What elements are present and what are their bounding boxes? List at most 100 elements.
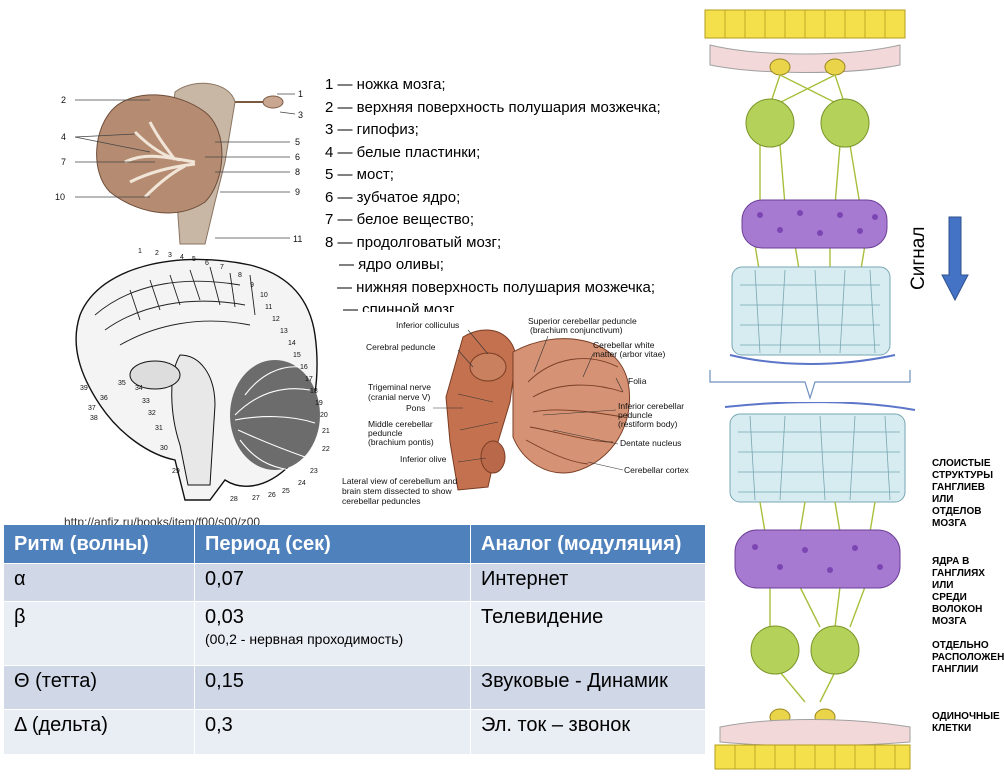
legend-item: 1 — ножка мозга; — [325, 76, 446, 93]
legend-item: 6 — зубчатое ядро; — [325, 188, 461, 206]
table-row: Θ (тетта) 0,15 Звуковые - Динамик — [4, 665, 706, 710]
label-white-matter: Cerebellar white — [593, 340, 655, 350]
fig-num-7: 7 — [61, 157, 66, 167]
header-analog: Аналог (модуляция) — [470, 525, 706, 564]
svg-text:13: 13 — [280, 328, 288, 335]
svg-text:14: 14 — [288, 340, 296, 347]
label-superior-peduncle-2: (brachium conjunctivum) — [530, 325, 623, 335]
svg-text:36: 36 — [100, 395, 108, 402]
cerebellum-sagittal-figure: 1 2 3 4 5 6 7 8 9 10 11 — [55, 82, 303, 245]
svg-text:29: 29 — [172, 468, 180, 475]
cell-period-group: 0,03 (00,2 - нервная проходимость) — [194, 601, 471, 666]
cell-period: 0,03 — [205, 606, 244, 628]
fig-num-3: 3 — [298, 110, 303, 120]
label-inferior-olive: Inferior olive — [400, 454, 447, 464]
svg-text:38: 38 — [90, 415, 98, 422]
svg-text:20: 20 — [320, 412, 328, 419]
svg-text:3: 3 — [168, 252, 172, 259]
label-inferior-peduncle-2: peduncle — [618, 410, 653, 420]
svg-text:12: 12 — [272, 316, 280, 323]
svg-text:16: 16 — [300, 364, 308, 371]
svg-text:9: 9 — [250, 282, 254, 289]
cell-period: 0,15 — [194, 665, 471, 710]
fig-num-4: 4 — [61, 132, 66, 142]
legend-item: 8 — продолговатый мозг; — [325, 233, 502, 251]
right-label-ganglia: ОТДЕЛЬНОРАСПОЛОЖЕННЫЕГАНГЛИИ — [932, 640, 1004, 675]
svg-text:17: 17 — [305, 376, 313, 383]
svg-text:8: 8 — [238, 272, 242, 279]
cell-analog: Эл. ток – звонок — [470, 709, 706, 754]
svg-text:5: 5 — [192, 256, 196, 263]
cell-analog: Интернет — [470, 563, 706, 602]
legend-item: 3 — гипофиз; — [325, 121, 419, 138]
svg-text:11: 11 — [265, 304, 272, 311]
fig-num-5: 5 — [295, 137, 300, 147]
fig-num-1: 1 — [298, 89, 303, 99]
table-row: Δ (дельта) 0,3 Эл. ток – звонок — [4, 709, 706, 754]
svg-text:37: 37 — [88, 405, 96, 412]
svg-text:1: 1 — [138, 248, 142, 255]
legend-item: 7 — белое вещество; — [325, 211, 475, 228]
legend-item: 4 — белые пластинки; — [325, 143, 481, 161]
svg-text:28: 28 — [230, 496, 238, 503]
svg-text:21: 21 — [322, 428, 330, 435]
neural-hierarchy-lower — [714, 402, 916, 770]
svg-text:10: 10 — [260, 292, 268, 299]
table-row: α 0,07 Интернет — [4, 563, 706, 602]
svg-text:25: 25 — [282, 488, 290, 495]
svg-text:26: 26 — [268, 492, 276, 499]
label-cortex: Cerebellar cortex — [624, 465, 689, 475]
fig-num-8: 8 — [295, 167, 300, 177]
label-pons: Pons — [406, 403, 425, 413]
cell-analog: Звуковые - Динамик — [470, 665, 706, 710]
svg-text:35: 35 — [118, 380, 126, 387]
label-inferior-colliculus: Inferior colliculus — [396, 320, 459, 330]
cell-period: 0,3 — [194, 709, 471, 754]
label-cerebral-peduncle: Cerebral peduncle — [366, 342, 436, 352]
fig-num-6: 6 — [295, 152, 300, 162]
svg-text:22: 22 — [322, 446, 330, 453]
legend-item: 2 — верхняя поверхность полушария мозжеч… — [325, 98, 661, 116]
signal-label: Сигнал — [908, 226, 929, 290]
label-folia: Folia — [628, 376, 647, 386]
fig-num-11: 11 — [293, 234, 302, 244]
svg-text:30: 30 — [160, 445, 168, 452]
legend-item: 5 — мост; — [325, 166, 394, 183]
label-middle-peduncle-3: (brachium pontis) — [368, 437, 434, 447]
label-middle-peduncle: Middle cerebellar — [368, 419, 433, 429]
legend-item: — нижняя поверхность полушария мозжечка; — [337, 278, 656, 296]
svg-text:39: 39 — [80, 385, 88, 392]
label-trigeminal: Trigeminal nerve — [368, 382, 431, 392]
cell-analog: Телевидение — [470, 601, 706, 666]
table-header-row: Ритм (волны) Период (сек) Аналог (модуля… — [4, 525, 706, 564]
cell-rhythm: Δ (дельта) — [4, 709, 195, 754]
lateral-cerebellum-figure: Inferior colliculus Cerebral peduncle Tr… — [338, 312, 706, 512]
svg-text:31: 31 — [155, 425, 163, 432]
svg-text:2: 2 — [155, 250, 159, 257]
table-row: β 0,03 (00,2 - нервная проходимость) Тел… — [4, 601, 706, 666]
svg-text:32: 32 — [148, 410, 156, 417]
header-period: Период (сек) — [194, 525, 471, 564]
caption-line-3: cerebellar peduncles — [342, 496, 420, 506]
neural-hierarchy-upper — [704, 9, 906, 365]
label-white-matter-2: matter (arbor vitae) — [593, 349, 665, 359]
figure-legend: 1 — ножка мозга; 2 — верхняя поверхность… — [325, 74, 661, 322]
label-trigeminal-sub: (cranial nerve V) — [368, 392, 431, 402]
svg-text:23: 23 — [310, 468, 318, 475]
cell-rhythm: β — [4, 601, 195, 666]
svg-text:4: 4 — [180, 254, 184, 261]
bracket-connector — [709, 370, 911, 401]
header-rhythm: Ритм (волны) — [4, 525, 195, 564]
svg-text:6: 6 — [205, 260, 209, 267]
label-inferior-peduncle: Inferior cerebellar — [618, 401, 684, 411]
caption-line-2: brain stem dissected to show — [342, 486, 452, 496]
label-superior-peduncle: Superior cerebellar peduncle — [528, 316, 637, 326]
fig-num-9: 9 — [295, 187, 300, 197]
svg-text:15: 15 — [293, 352, 301, 359]
legend-item: — ядро оливы; — [339, 256, 444, 273]
label-inferior-peduncle-3: (restiform body) — [618, 419, 678, 429]
